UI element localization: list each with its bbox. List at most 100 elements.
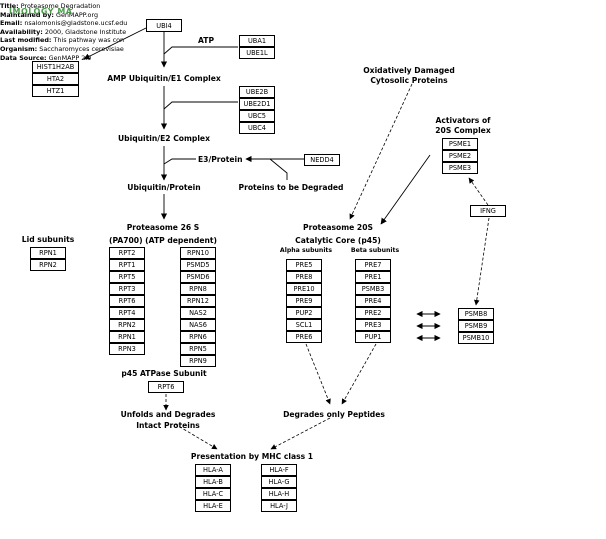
gene-box[interactable]: UBA1 [239,35,275,47]
info-maintained: GenMAPP.org [56,10,99,19]
label-e3-protein: E3/Protein [198,155,243,164]
info-email: nsalomonis@gladstone.ucsf.edu [24,19,128,28]
connector-protein-to-degrade [269,158,288,180]
gene-box[interactable]: PSMB9 [458,320,494,332]
gene-box[interactable]: PUP2 [286,307,322,319]
gene-box[interactable]: PRE5 [286,259,322,271]
label-alpha-subunits: Alpha subunits [279,247,333,254]
gene-box[interactable]: HIST1H2AB [32,61,79,73]
label-proteins-to-be-degraded: Proteins to be Degraded [238,183,344,192]
arrow-ifng-to-psme [468,177,489,206]
gene-box[interactable]: HLA-E [195,500,231,512]
connector-e3 [163,158,196,165]
watermark-text: IMOLOGY MA [9,7,73,16]
gene-box[interactable]: HLA-F [261,464,297,476]
gene-box[interactable]: UBE1L [239,47,275,59]
gene-box[interactable]: NAS6 [180,319,216,331]
gene-box[interactable]: RPT4 [109,307,145,319]
gene-box[interactable]: PRE8 [286,271,322,283]
gene-box[interactable]: PUP1 [355,331,391,343]
gene-box[interactable]: RPT5 [109,271,145,283]
gene-box[interactable]: PSME3 [442,162,478,174]
info-maintained-key: Maintained by: [0,10,54,19]
gene-box[interactable]: PRE10 [286,283,322,295]
gene-box[interactable]: HLA-G [261,476,297,488]
arrow-ubi4-to-histones [83,27,147,60]
gene-box[interactable]: IFNG [470,205,506,217]
gene-box[interactable]: PSME1 [442,138,478,150]
label-ubiquitin-e2-complex: Ubiquitin/E2 Complex [118,134,210,143]
connector-ube2 [163,101,238,110]
gene-box[interactable]: PRE3 [355,319,391,331]
gene-box[interactable]: PSMB10 [458,332,494,344]
info-source: GenMAPP 2.0 [48,53,92,62]
pathway-info: Title: Proteasome Degradation Maintained… [0,2,127,62]
label-activators-20s: Activators of 20S Complex [435,116,491,135]
gene-box[interactable]: PSMD5 [180,259,216,271]
gene-box[interactable]: RPN9 [180,355,216,367]
gene-box[interactable]: HTA2 [32,73,79,85]
info-availability-key: Availability: [0,27,43,36]
arrow-ifng-to-psmb [473,217,490,306]
gene-box[interactable]: RPN1 [109,331,145,343]
gene-box[interactable]: RPN1 [30,247,66,259]
gene-box[interactable]: RPT6 [148,381,184,393]
gene-box[interactable]: RPT1 [109,259,145,271]
gene-box[interactable]: NEDD4 [304,154,340,166]
label-beta-subunits: Beta subunits [350,247,400,254]
label-degrades-peptides: Degrades only Peptides [283,410,385,419]
gene-box[interactable]: UBE2B [239,86,275,98]
gene-box[interactable]: RPN10 [180,247,216,259]
info-title: Proteasome Degradation [20,2,101,10]
gene-box[interactable]: PSMD6 [180,271,216,283]
gene-box[interactable]: RPT3 [109,283,145,295]
info-source-key: Data Source: [0,53,47,62]
gene-box[interactable]: NAS2 [180,307,216,319]
label-proteasome-26s: Proteasome 26 S (PA700) (ATP dependent) [109,223,217,245]
gene-box[interactable]: RPN2 [109,319,145,331]
gene-box[interactable]: PRE2 [355,307,391,319]
gene-box[interactable]: RPN5 [180,343,216,355]
gene-box[interactable]: PSME2 [442,150,478,162]
gene-box[interactable]: SCL1 [286,319,322,331]
gene-box[interactable]: HLA-H [261,488,297,500]
label-amp-e1-complex: AMP Ubiquitin/E1 Complex [107,74,221,83]
gene-box[interactable]: RPN6 [180,331,216,343]
gene-box[interactable]: HLA-C [195,488,231,500]
gene-box[interactable]: HLA-J [261,500,297,512]
gene-box[interactable]: UBC5 [239,110,275,122]
gene-box[interactable]: RPN12 [180,295,216,307]
gene-box[interactable]: RPN2 [30,259,66,271]
info-availability: 2000, Gladstone Institute [44,27,127,36]
gene-box[interactable]: HLA-B [195,476,231,488]
arrow-oxidative-to-20s [349,83,413,220]
label-proteasome-20s: Proteasome 20S Catalytic Core (p45) [295,223,381,245]
label-atp: ATP [198,36,215,45]
gene-box[interactable]: PSMB8 [458,308,494,320]
gene-box[interactable]: UBI4 [146,19,182,32]
label-p45-atpase: p45 ATPase Subunit [121,369,207,378]
gene-box[interactable]: HTZ1 [32,85,79,97]
gene-box[interactable]: RPN3 [109,343,145,355]
gene-box[interactable]: RPT2 [109,247,145,259]
info-organism-key: Organism: [0,44,38,53]
gene-box[interactable]: PRE7 [355,259,391,271]
gene-box[interactable]: RPT6 [109,295,145,307]
connector-atp [163,46,238,55]
label-lid-subunits: Lid subunits [21,235,75,244]
arrow-alpha-to-peptides [305,343,331,405]
label-oxidatively-damaged: Oxidatively Damaged Cytosolic Proteins [363,66,455,85]
gene-box[interactable]: PRE6 [286,331,322,343]
gene-box[interactable]: HLA-A [195,464,231,476]
gene-box[interactable]: PRE4 [355,295,391,307]
arrow-psme-to-20s [380,154,431,225]
gene-box[interactable]: PRE9 [286,295,322,307]
gene-box[interactable]: PRE1 [355,271,391,283]
gene-box[interactable]: UBC4 [239,122,275,134]
gene-box[interactable]: RPN8 [180,283,216,295]
gene-box[interactable]: UBE2D1 [239,98,275,110]
gene-box[interactable]: PSMB3 [355,283,391,295]
label-mhc-class1: Presentation by MHC class 1 [190,452,314,461]
arrow-beta-to-peptides [341,343,377,405]
